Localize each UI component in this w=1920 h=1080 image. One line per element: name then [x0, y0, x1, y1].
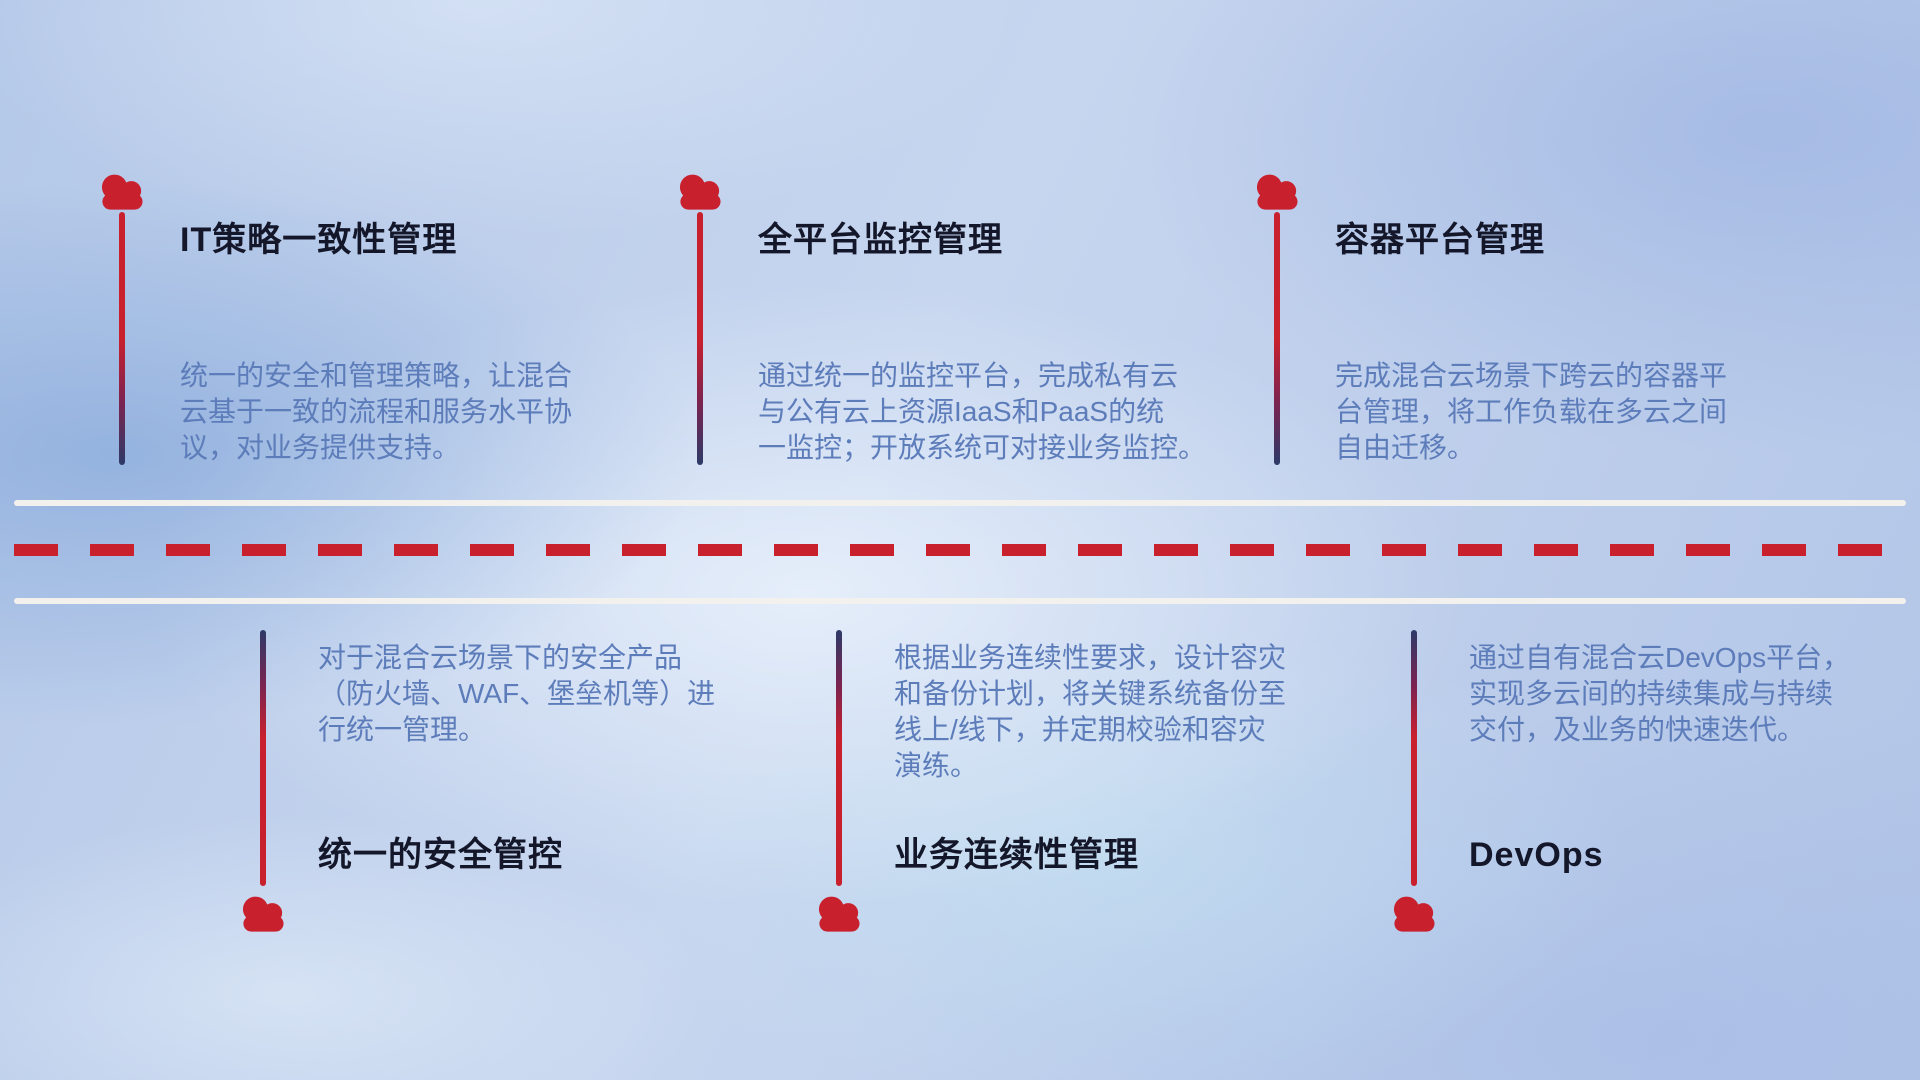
capability-title: 容器平台管理	[1335, 221, 1545, 259]
cloud-icon	[235, 890, 291, 934]
capability-title: 业务连续性管理	[894, 836, 1139, 874]
capability-description: 完成混合云场景下跨云的容器平 台管理，将工作负载在多云之间 自由迁移。	[1335, 360, 1728, 463]
capability-description: 根据业务连续性要求，设计容灾 和备份计划，将关键系统备份至 线上/线下，并定期校…	[894, 642, 1287, 781]
road-top-line	[14, 500, 1906, 506]
capability-description: 对于混合云场景下的安全产品 （防火墙、WAF、堡垒机等）进 行统一管理。	[318, 642, 716, 745]
capability-item-it-policy: IT策略一致性管理 统一的安全和管理策略，让混合 云基于一致的流程和服务水平协 …	[101, 166, 642, 476]
connector-line	[1411, 630, 1417, 886]
cloud-icon	[672, 168, 728, 212]
capability-description: 通过自有混合云DevOps平台， 实现多云间的持续集成与持续 交付，及业务的快速…	[1469, 642, 1851, 745]
capability-item-business-continuity: 业务连续性管理 根据业务连续性要求，设计容灾 和备份计划，将关键系统备份至 线上…	[818, 630, 1359, 950]
connector-line	[119, 212, 125, 465]
cloud-icon	[1249, 168, 1305, 212]
capability-title: 统一的安全管控	[318, 836, 563, 874]
connector-line	[260, 630, 266, 886]
capability-item-devops: DevOps 通过自有混合云DevOps平台， 实现多云间的持续集成与持续 交付…	[1393, 630, 1920, 950]
capability-item-monitoring: 全平台监控管理 通过统一的监控平台，完成私有云 与公有云上资源IaaS和PaaS…	[679, 166, 1220, 476]
road-bottom-line	[14, 598, 1906, 604]
cloud-icon	[811, 890, 867, 934]
capability-description: 通过统一的监控平台，完成私有云 与公有云上资源IaaS和PaaS的统 一监控；开…	[758, 360, 1207, 463]
cloud-icon	[1386, 890, 1442, 934]
road-dashed-center-line	[14, 544, 1906, 556]
capability-title: 全平台监控管理	[758, 221, 1003, 259]
connector-line	[1274, 212, 1280, 465]
capability-item-container-platform: 容器平台管理 完成混合云场景下跨云的容器平 台管理，将工作负载在多云之间 自由迁…	[1256, 166, 1797, 476]
connector-line	[836, 630, 842, 886]
capability-description: 统一的安全和管理策略，让混合 云基于一致的流程和服务水平协 议，对业务提供支持。	[180, 360, 573, 463]
connector-line	[697, 212, 703, 465]
capability-title: DevOps	[1469, 836, 1604, 874]
capability-title: IT策略一致性管理	[180, 221, 458, 259]
capability-item-security: 统一的安全管控 对于混合云场景下的安全产品 （防火墙、WAF、堡垒机等）进 行统…	[242, 630, 783, 950]
cloud-icon	[94, 168, 150, 212]
